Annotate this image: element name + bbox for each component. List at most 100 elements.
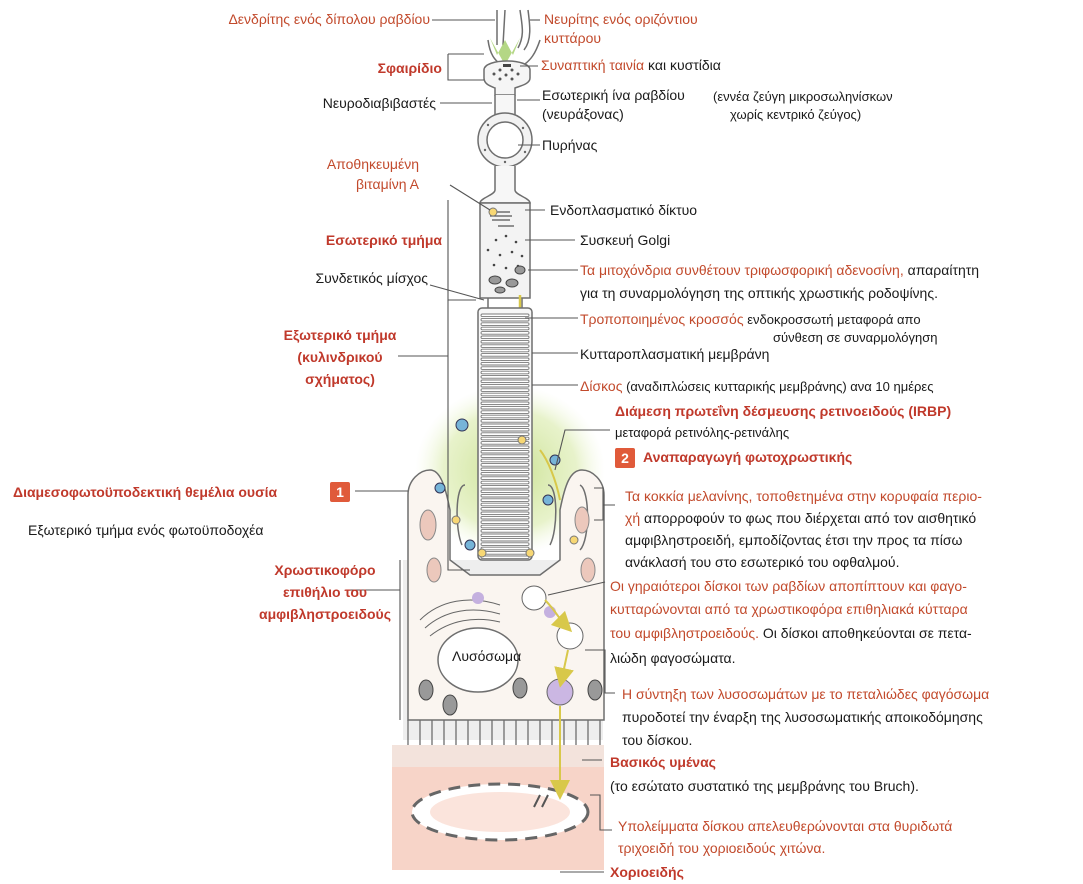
membrane-disc bbox=[481, 468, 529, 471]
membrane-disc bbox=[481, 494, 529, 497]
melanin-label-line4: ανάκλασή του στο εσωτερικό του οφθαλμού. bbox=[625, 554, 899, 571]
inner-fiber-label-line2: (νευράξονας) bbox=[542, 106, 624, 123]
choroid-label: Χοριοειδής bbox=[610, 864, 684, 881]
mitochondria-red-text: Τα μιτοχόνδρια συνθέτουν τριφωσφορική αδ… bbox=[580, 262, 904, 278]
vesicles-text: και κυστίδια bbox=[644, 57, 721, 73]
membrane-disc bbox=[481, 556, 529, 559]
membrane-disc bbox=[481, 389, 529, 392]
irbp-sub-label: μεταφορά ρετινόλης-ρετινάλης bbox=[615, 424, 789, 441]
older-discs-label-line2: κυτταρώνονται από τα χρωστικοφόρα επιθηλ… bbox=[610, 601, 968, 618]
membrane-disc bbox=[481, 340, 529, 343]
choroid-capillary bbox=[412, 784, 588, 840]
membrane-disc bbox=[481, 314, 529, 317]
outer-segment-label-line2: (κυλινδρικού bbox=[270, 349, 410, 366]
neurotransmitters-label: Νευροδιαβιβαστές bbox=[323, 95, 436, 112]
membrane-disc bbox=[481, 486, 529, 489]
outer-photoreceptor-label: Εξωτερικό τμήμα ενός φωτοϋποδοχέα bbox=[28, 522, 264, 539]
membrane-disc bbox=[481, 428, 529, 431]
inner-segment-label: Εσωτερικό τμήμα bbox=[326, 232, 442, 249]
microtubules-label-line2: χωρίς κεντρικό ζεύγος) bbox=[730, 106, 861, 123]
membrane-disc bbox=[481, 402, 529, 405]
rpe-label-line2: επιθήλιο του bbox=[250, 584, 400, 601]
older-discs-red-text: του αμφιβληστροειδούς. bbox=[610, 625, 759, 641]
stored-vitamin-label-line1: Αποθηκευμένη bbox=[327, 156, 419, 173]
rpe-label-line3: αμφιβληστροειδούς bbox=[250, 606, 400, 623]
membrane-disc bbox=[481, 490, 529, 493]
golgi-label: Συσκευή Golgi bbox=[580, 232, 670, 249]
membrane-disc bbox=[481, 534, 529, 537]
membrane-disc bbox=[481, 384, 529, 387]
fusion-label-line1: Η σύντηξη των λυσοσωμάτων με το πεταλιώδ… bbox=[622, 686, 989, 703]
fusion-label-line3: του δίσκου. bbox=[622, 732, 692, 749]
membrane-disc bbox=[481, 503, 529, 506]
membrane-disc bbox=[481, 477, 529, 480]
microtubules-label-line1: (εννέα ζεύγη μικροσωληνίσκων bbox=[713, 88, 893, 105]
bruch-label: (το εσώτατο συστατικό της μεμβράνης του … bbox=[610, 778, 919, 795]
outer-segment-label-line1: Εξωτερικό τμήμα bbox=[270, 327, 410, 344]
membrane-disc bbox=[481, 424, 529, 427]
synaptic-ribbon-label: Συναπτική ταινία και κυστίδια bbox=[541, 57, 721, 74]
regeneration-label: Αναπαραγωγή φωτοχρωστικής bbox=[643, 449, 852, 466]
melanin-label-line1: Τα κοκκία μελανίνης, τοποθετημένα στην κ… bbox=[625, 488, 982, 505]
melanin-label-line2: χή απορροφούν το φως που διέρχεται από τ… bbox=[625, 510, 976, 527]
mitochondria-label-line2: για τη συναρμολόγηση της οπτικής χρωστικ… bbox=[580, 285, 938, 302]
membrane-disc bbox=[481, 481, 529, 484]
cilium-label-line1: Τροποποιημένος κροσσός ενδοκροσσωτή μετα… bbox=[580, 311, 921, 328]
inner-fiber-label-line1: Εσωτερική ίνα ραβδίου bbox=[542, 87, 685, 104]
membrane-disc bbox=[481, 318, 529, 321]
membrane-disc bbox=[481, 362, 529, 365]
membrane-disc bbox=[481, 525, 529, 528]
membrane-disc bbox=[481, 547, 529, 550]
membrane-disc bbox=[481, 446, 529, 449]
membrane-disc bbox=[481, 420, 529, 423]
membrane-disc bbox=[481, 406, 529, 409]
lysosome-label: Λυσόσωμα bbox=[452, 648, 521, 665]
spherule-label: Σφαιρίδιο bbox=[378, 60, 442, 77]
older-discs-label-line4: λιώδη φαγοσώματα. bbox=[610, 650, 736, 667]
membrane-disc bbox=[481, 552, 529, 555]
membrane-disc bbox=[481, 398, 529, 401]
membrane-disc bbox=[481, 459, 529, 462]
membrane-disc bbox=[481, 349, 529, 352]
nucleus-shape bbox=[478, 113, 532, 167]
plasma-membrane-label: Κυτταροπλασματική μεμβράνη bbox=[580, 346, 769, 363]
membrane-disc bbox=[481, 464, 529, 467]
rpe-label-line1: Χρωστικοφόρο bbox=[250, 562, 400, 579]
connecting-stalk-shape bbox=[488, 298, 522, 308]
disc-red-text: Δίσκος bbox=[580, 378, 622, 394]
mitochondria-black-text: απαραίτητη bbox=[904, 262, 979, 278]
membrane-disc bbox=[481, 455, 529, 458]
cilium-black-text: ενδοκροσσωτή μεταφορά απο bbox=[744, 312, 921, 327]
stored-vitamin-label-line2: βιταμίνη Α bbox=[356, 176, 419, 193]
older-discs-label-line3: του αμφιβληστροειδούς. Οι δίσκοι αποθηκε… bbox=[610, 625, 972, 642]
membrane-disc bbox=[481, 415, 529, 418]
membrane-disc bbox=[481, 530, 529, 533]
membrane-disc bbox=[481, 512, 529, 515]
inner-fiber bbox=[495, 95, 515, 115]
melanin-label-line3: αμφιβληστροειδή, εμποδίζοντας έτσι την π… bbox=[625, 532, 962, 549]
matrix-label: Διαμεσοφωτοϋποδεκτική θεμέλια ουσία bbox=[13, 484, 277, 501]
badge-2: 2 bbox=[615, 448, 635, 468]
neck bbox=[480, 166, 530, 203]
membrane-disc bbox=[481, 354, 529, 357]
membrane-disc bbox=[481, 376, 529, 379]
older-discs-label-line1: Οι γηραιότεροι δίσκοι των ραβδίων αποπίπ… bbox=[610, 578, 967, 595]
membrane-disc bbox=[481, 393, 529, 396]
melanin-black-text: απορροφούν το φως που διέρχεται από τον … bbox=[640, 510, 976, 526]
membrane-disc bbox=[481, 345, 529, 348]
badge-1: 1 bbox=[330, 482, 350, 502]
membrane-disc bbox=[481, 499, 529, 502]
cilium-red-text: Τροποποιημένος κροσσός bbox=[580, 311, 744, 327]
cilium-label-line2: σύνθεση σε συναρμολόγηση bbox=[773, 329, 938, 346]
er-label: Ενδοπλασματικό δίκτυο bbox=[550, 202, 697, 219]
membrane-disc bbox=[481, 538, 529, 541]
membrane-disc bbox=[481, 371, 529, 374]
top-processes bbox=[488, 10, 540, 64]
disc-label: Δίσκος (αναδιπλώσεις κυτταρικής μεμβράνη… bbox=[580, 378, 933, 395]
residue-label-line1: Υπολείμματα δίσκου απελευθερώνονται στα … bbox=[618, 818, 952, 835]
membrane-disc bbox=[481, 358, 529, 361]
nucleus-label: Πυρήνας bbox=[542, 137, 597, 154]
synaptic-ribbon-text: Συναπτική ταινία bbox=[541, 57, 644, 73]
basal-membrane-label: Βασικός υμένας bbox=[610, 754, 716, 771]
